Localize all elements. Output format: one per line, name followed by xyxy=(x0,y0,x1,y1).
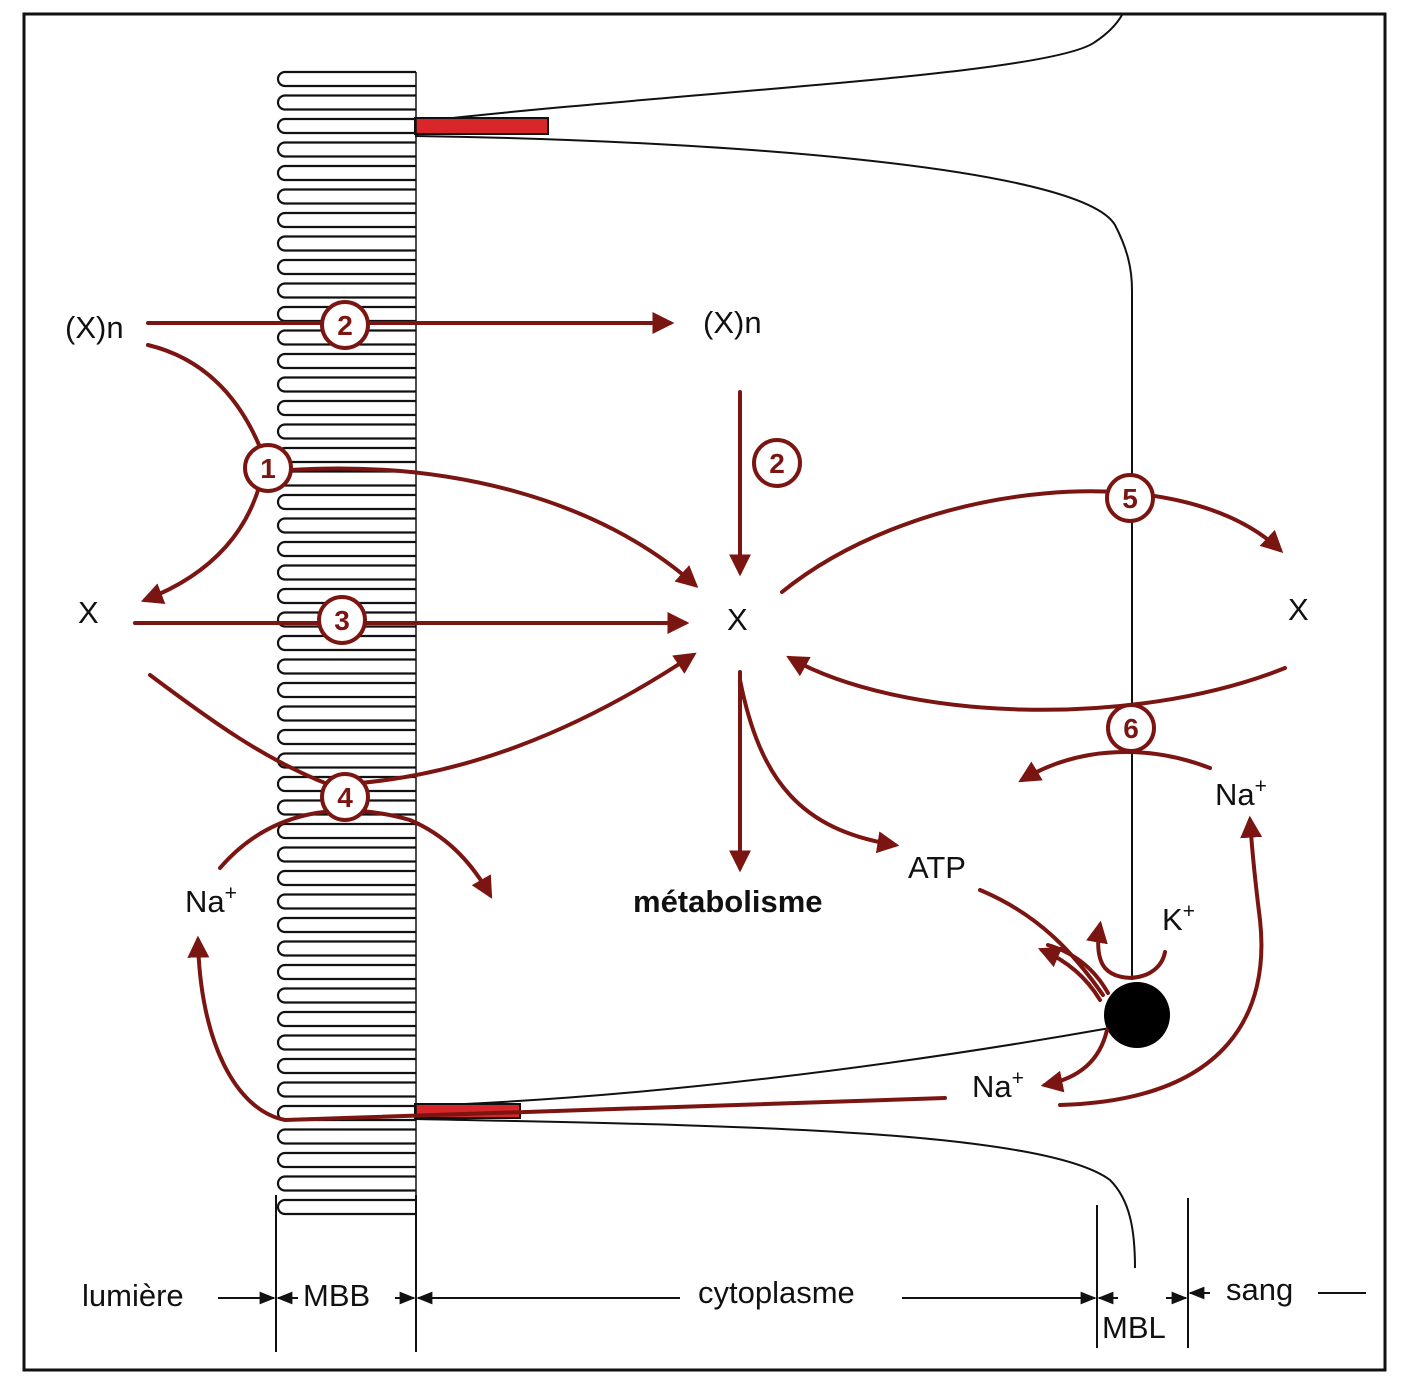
arrow-4-na xyxy=(218,808,493,899)
arrow-adp-2 xyxy=(1046,943,1110,995)
arrow-6-influx xyxy=(786,655,1287,712)
arrow-1-to-cell-x xyxy=(288,466,699,588)
label-lumiere: lumière xyxy=(82,1278,184,1313)
label-sang: sang xyxy=(1226,1272,1293,1307)
arrow-k-in xyxy=(1086,920,1167,980)
pathway-number: 1 xyxy=(260,453,276,484)
arrow-atp xyxy=(738,678,900,854)
label-na-blood: Na+ xyxy=(1215,775,1267,812)
label-xn-lumen: (X)n xyxy=(65,310,124,345)
tight-junction-top xyxy=(414,117,549,135)
pathway-number: 2 xyxy=(769,448,785,479)
arrow-5-efflux xyxy=(780,489,1284,594)
arrow-adp-1 xyxy=(1037,946,1102,1002)
pathway-number: 2 xyxy=(337,310,353,341)
label-x-lumen: X xyxy=(78,595,99,630)
arrow-na-paracellular xyxy=(187,935,947,1123)
label-xn-cell: (X)n xyxy=(703,305,762,340)
arrow-atp-to-pump xyxy=(978,888,1105,997)
label-x-cell: X xyxy=(727,602,748,637)
figure-frame xyxy=(22,12,1387,1372)
compartment-scale: lumière MBB cytoplasme MBL sang xyxy=(82,1195,1366,1352)
label-x-blood: X xyxy=(1288,592,1309,627)
label-k: K+ xyxy=(1162,900,1195,937)
pathway-number: 5 xyxy=(1122,483,1138,514)
na-k-pump xyxy=(1104,982,1170,1048)
label-na-pump: Na+ xyxy=(972,1067,1024,1104)
label-atp: ATP xyxy=(908,850,966,885)
label-na-lumen: Na+ xyxy=(185,882,237,919)
label-metabolism: métabolisme xyxy=(633,884,823,919)
arrow-na-blood xyxy=(1058,815,1264,1107)
arrow-4-cotransport xyxy=(148,652,697,788)
label-mbb: MBB xyxy=(303,1278,370,1313)
pathway-markers: 2 1 2 3 4 5 6 xyxy=(243,300,1156,822)
cell-outline xyxy=(414,14,1136,1269)
pathway-number: 3 xyxy=(334,605,350,636)
pathway-number: 4 xyxy=(337,782,353,813)
pathway-number: 6 xyxy=(1123,713,1139,744)
label-mbl: MBL xyxy=(1102,1310,1166,1345)
arrow-na-out xyxy=(1040,1028,1109,1093)
diagram-labels: (X)n (X)n X X X métabolisme ATP Na+ Na+ … xyxy=(65,305,1309,1104)
arrow-6-na xyxy=(1018,750,1212,783)
label-cytoplasme: cytoplasme xyxy=(698,1275,855,1310)
